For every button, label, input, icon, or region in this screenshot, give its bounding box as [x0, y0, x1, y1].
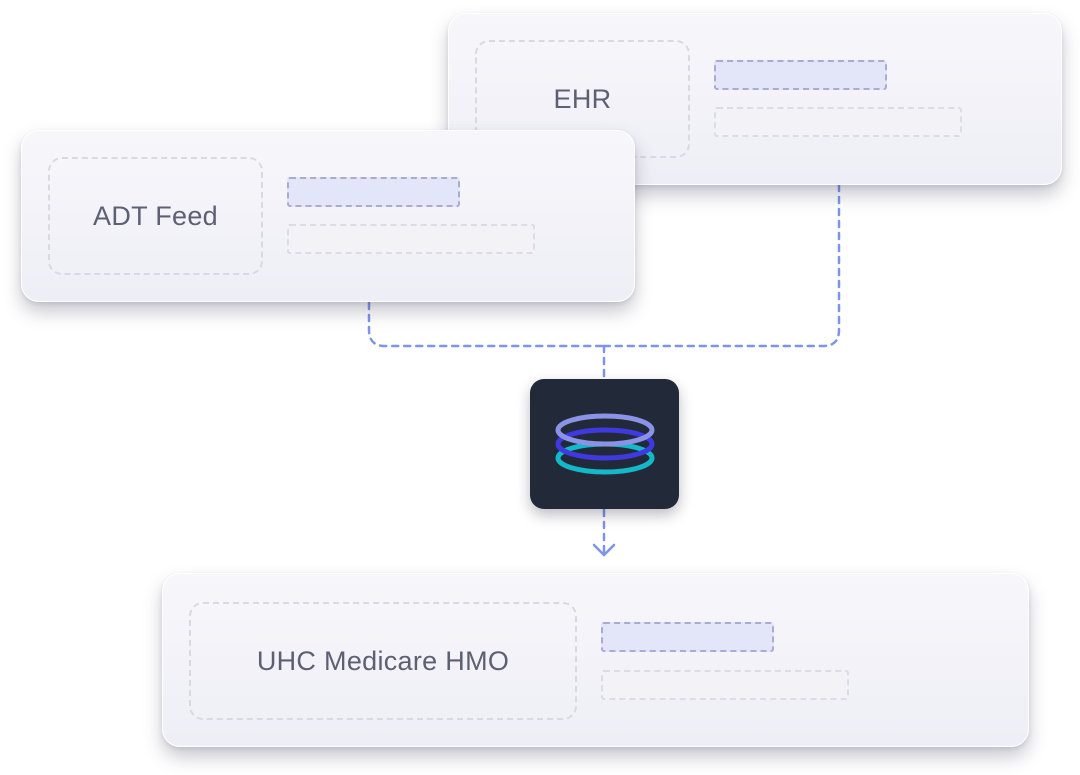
integration-hub	[530, 379, 679, 509]
placeholder-primary-field	[714, 60, 887, 90]
source-card-adt-feed: ADT Feed	[21, 130, 635, 302]
placeholder-secondary-field	[601, 670, 849, 700]
destination-label-box: UHC Medicare HMO	[189, 602, 577, 720]
placeholder-secondary-field	[287, 224, 535, 254]
arrow-down-icon	[592, 543, 616, 557]
stacked-rings-logo-icon	[555, 413, 654, 475]
destination-label: UHC Medicare HMO	[256, 645, 510, 676]
placeholder-primary-field	[287, 177, 460, 207]
connector-ehr-to-hub	[602, 183, 841, 348]
placeholder-secondary-field	[714, 107, 962, 137]
source-label-box: ADT Feed	[48, 157, 263, 275]
source-label: ADT Feed	[93, 200, 218, 231]
destination-card-uhc-medicare-hmo: UHC Medicare HMO	[162, 573, 1029, 747]
connector-adt-to-hub	[367, 301, 606, 348]
source-label: EHR	[553, 83, 612, 114]
placeholder-primary-field	[601, 622, 774, 652]
